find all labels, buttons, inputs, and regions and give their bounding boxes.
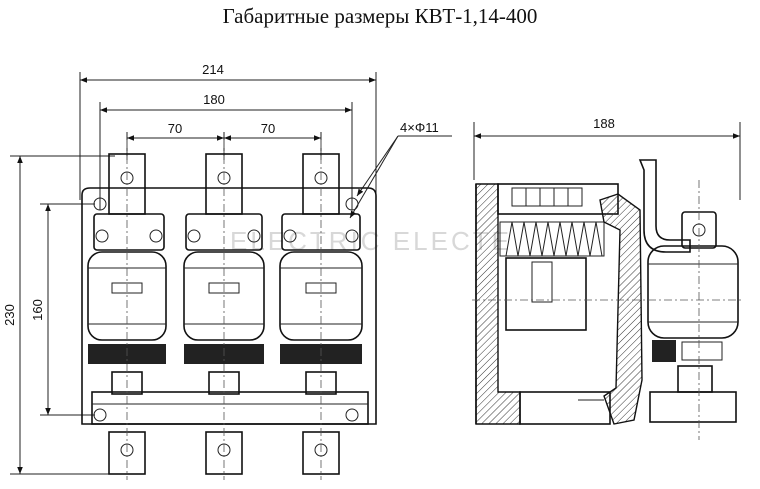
dim-mounting-width: 180 [99,92,353,210]
holes-label: 4×Φ11 [400,120,439,135]
side-view: 188 [472,116,744,440]
pole-2 [183,153,265,475]
mount-hole-tl [93,197,107,211]
dim-160-label: 160 [30,299,45,321]
dim-pole-pitch: 70 70 [126,121,322,160]
dim-holes: 4×Φ11 [349,120,452,219]
dim-mounting-height: 160 [30,203,95,416]
mount-hole-tr [345,197,359,211]
bottom-bar [91,391,369,425]
side-base-section [475,183,521,425]
spring [499,221,605,257]
watermark: ELECTRIC ELECTE [230,226,512,256]
dim-depth: 188 [473,116,741,200]
drawing-title: Габаритные размеры КВТ-1,14-400 [222,4,538,28]
dim-70-right-label: 70 [261,121,275,136]
side-lower-contact [652,340,676,362]
dim-230-label: 230 [2,304,17,326]
dim-overall-width: 214 [79,62,377,200]
pole-3 [279,153,363,475]
dim-214-label: 214 [202,62,224,77]
dim-overall-height: 230 [2,155,115,475]
mount-hole-bl [93,408,107,422]
base-plate [81,187,377,425]
side-bottom-plate [519,391,611,425]
dim-70-left-label: 70 [168,121,182,136]
armature [599,193,643,425]
front-view: 214 180 70 70 4×Φ11 [2,62,452,480]
dim-180-label: 180 [203,92,225,107]
dim-188-label: 188 [593,116,615,131]
magnet-body [505,257,587,331]
side-vacuum-chamber [647,245,739,339]
mount-hole-br [345,408,359,422]
